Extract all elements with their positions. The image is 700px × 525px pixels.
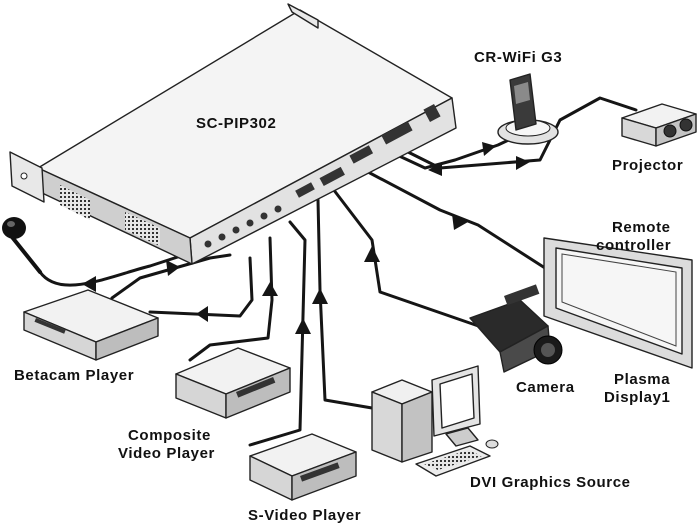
cable-camera bbox=[328, 183, 492, 332]
svideo-player: S-Video Player bbox=[248, 433, 361, 524]
arrow-composite bbox=[262, 282, 278, 296]
arrow-betacam-in bbox=[166, 260, 180, 276]
main-unit: SC-PIP302 bbox=[9, 3, 457, 265]
arrow-wifi-2 bbox=[482, 142, 496, 156]
dvi-graphics-source: DVI Graphics Source bbox=[371, 365, 631, 491]
betacam-player-label: Betacam Player bbox=[14, 367, 134, 384]
cable-wifi bbox=[380, 135, 517, 170]
camera: Camera bbox=[469, 284, 575, 396]
remote-controller-label-1: Remote bbox=[612, 219, 671, 236]
cable-svideo bbox=[248, 220, 307, 447]
projector: Projector bbox=[612, 103, 697, 174]
microphone bbox=[2, 217, 42, 274]
arrows bbox=[82, 142, 530, 334]
arrow-wifi-1 bbox=[428, 162, 442, 176]
composite-video-player: Composite Video Player bbox=[118, 347, 291, 462]
arrow-dvi bbox=[312, 288, 328, 304]
camera-label: Camera bbox=[516, 379, 575, 396]
arrow-projector bbox=[516, 156, 530, 170]
remote-controller-label-2: controller bbox=[596, 237, 671, 254]
arrow-plasma bbox=[452, 214, 468, 230]
cable-betacam-out bbox=[148, 256, 254, 318]
wifi-controller: CR-WiFi G3 bbox=[474, 49, 562, 145]
arrow-camera bbox=[364, 246, 380, 262]
arrow-mic bbox=[82, 276, 96, 292]
plasma-display-label-1: Plasma bbox=[614, 371, 670, 388]
dvi-source-label: DVI Graphics Source bbox=[470, 474, 631, 491]
main-unit-label: SC-PIP302 bbox=[196, 115, 276, 132]
wifi-controller-label: CR-WiFi G3 bbox=[474, 49, 562, 66]
plasma-display-label-2: Display1 bbox=[604, 389, 671, 406]
projector-label: Projector bbox=[612, 157, 683, 174]
cable-composite bbox=[188, 236, 274, 362]
plasma-display: Plasma Display1 bbox=[543, 237, 693, 406]
betacam-player: Betacam Player bbox=[14, 289, 159, 384]
svideo-player-label: S-Video Player bbox=[248, 507, 361, 524]
arrow-betacam-out bbox=[196, 306, 208, 322]
composite-player-label-2: Video Player bbox=[118, 445, 215, 462]
cable-betacam-in bbox=[110, 253, 232, 300]
composite-player-label-1: Composite bbox=[128, 427, 211, 444]
cable-dvi bbox=[316, 198, 374, 410]
arrow-svideo bbox=[295, 318, 311, 334]
